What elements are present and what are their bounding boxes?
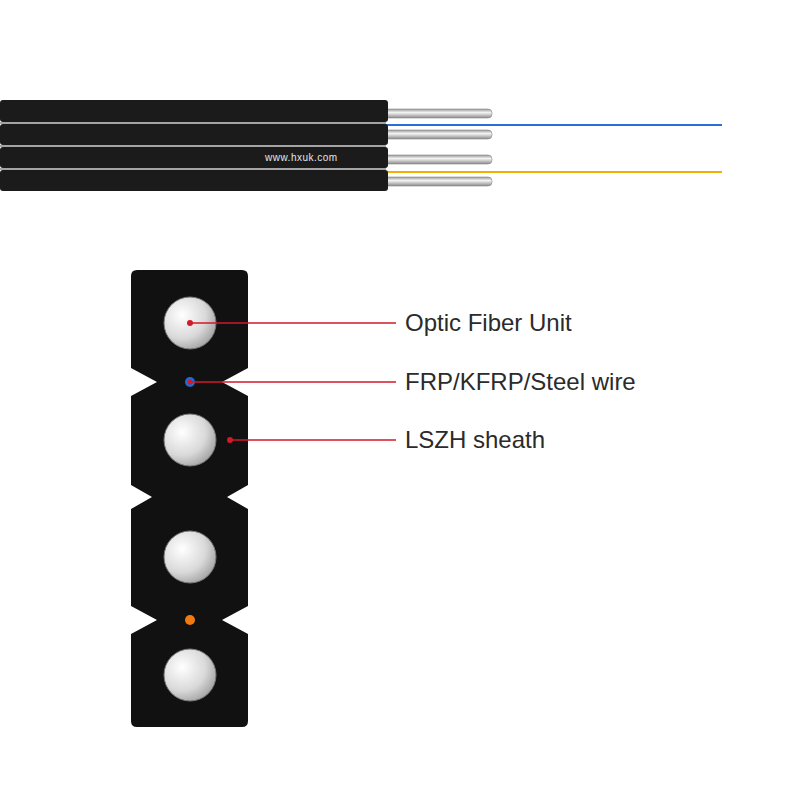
- fiber-unit: [164, 531, 216, 583]
- lszh-sheath: [131, 270, 248, 727]
- strip-seam: [0, 146, 386, 147]
- leader-line: [190, 322, 396, 323]
- sheath-strip: [0, 100, 388, 122]
- callout-label: Optic Fiber Unit: [405, 310, 572, 336]
- strength-rod: [380, 155, 492, 164]
- fiber-unit: [164, 414, 216, 466]
- watermark: www.hxuk.com: [265, 153, 338, 163]
- sheath-strip: [0, 147, 388, 168]
- callout-label: FRP/KFRP/Steel wire: [405, 369, 636, 395]
- leader-dot: [188, 380, 193, 385]
- leader-lines: [187, 320, 396, 443]
- callout-label: LSZH sheath: [405, 427, 545, 453]
- yellow-fiber: [380, 171, 722, 173]
- strip-seam: [0, 123, 386, 124]
- sheath-strip: [0, 170, 388, 191]
- leader-dot: [187, 320, 193, 326]
- strip-seam: [0, 169, 386, 170]
- leader-line: [190, 381, 396, 382]
- leader-dot: [227, 437, 233, 443]
- sheath-strip: [0, 124, 388, 145]
- fiber-unit: [164, 649, 216, 701]
- leader-line: [230, 439, 396, 440]
- blue-fiber: [380, 124, 722, 126]
- strength-rod: [380, 177, 492, 186]
- cable-side-view: [0, 100, 722, 191]
- strength-rod: [380, 109, 492, 118]
- strength-member: [185, 615, 195, 625]
- strength-rod: [380, 130, 492, 139]
- cable-cross-section: [131, 270, 248, 727]
